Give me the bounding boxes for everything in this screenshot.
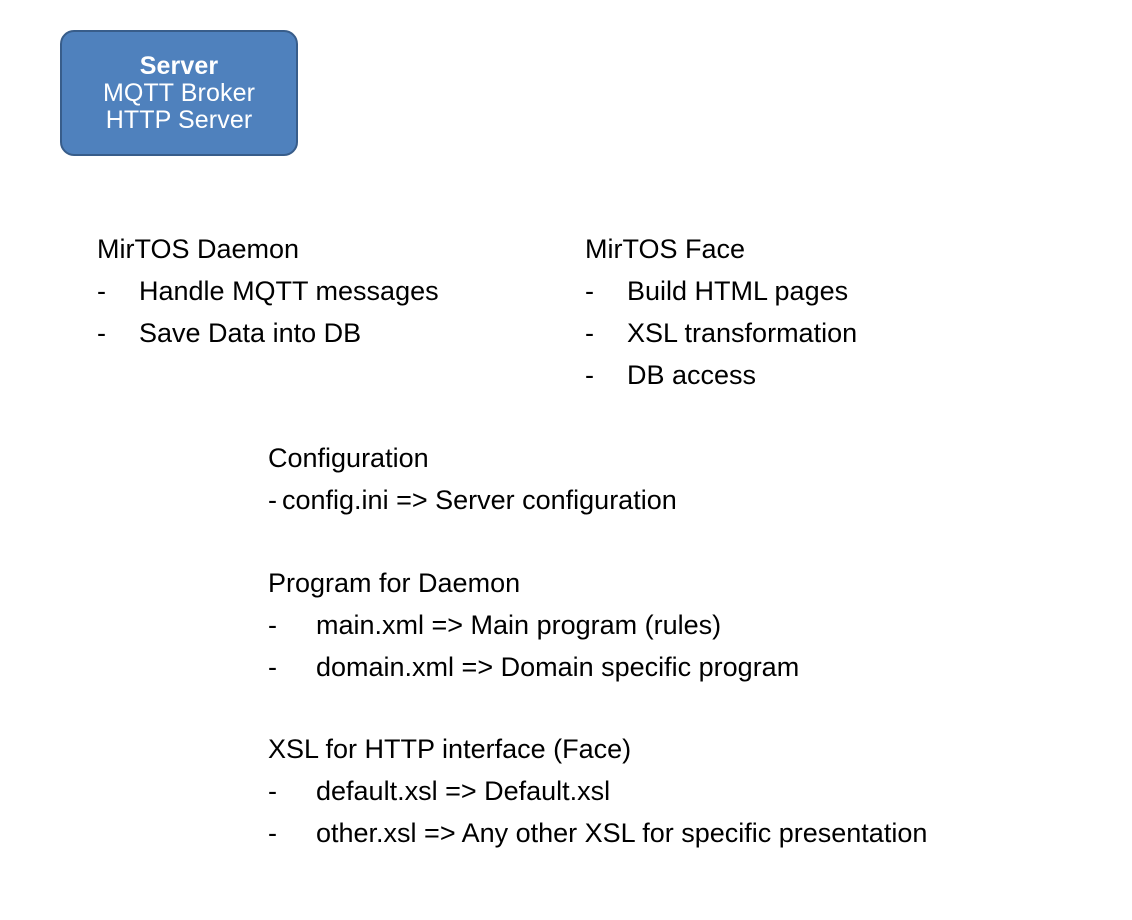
block-heading-mirtos-face: MirTOS Face [585,234,746,264]
bullet-dash-icon: - [268,776,277,806]
list-item-label: domain.xml => Domain specific program [316,652,800,682]
list-item-label: Handle MQTT messages [139,276,439,306]
block-heading-configuration: Configuration [268,443,429,473]
list-item: - other.xsl => Any other XSL for specifi… [268,812,927,854]
list-item-label: default.xsl => Default.xsl [316,776,611,806]
server-box-line-mqtt-broker: MQTT Broker [102,78,256,107]
bullet-dash-icon: - [268,818,277,848]
list-item: - XSL transformation [585,312,857,354]
bullet-dash-icon: - [268,652,277,682]
block-mirtos-face: MirTOS Face - Build HTML pages - XSL tra… [585,228,857,396]
block-heading-xsl-for-http-interface: XSL for HTTP interface (Face) [268,734,632,764]
bullet-dash-icon: - [585,360,594,390]
list-item: - default.xsl => Default.xsl [268,770,927,812]
block-mirtos-daemon: MirTOS Daemon - Handle MQTT messages - S… [97,228,439,354]
server-box-title: Server [139,51,219,80]
block-configuration: Configuration - config.ini => Server con… [268,437,677,521]
list-item: - Build HTML pages [585,270,857,312]
list-item-label: XSL transformation [627,318,858,348]
bullet-dash-icon: - [268,485,277,515]
list-item-label: main.xml => Main program (rules) [316,610,722,640]
list-item-label: Save Data into DB [139,318,362,348]
bullet-dash-icon: - [585,318,594,348]
bullet-dash-icon: - [268,610,277,640]
server-box-line-http-server: HTTP Server [105,105,253,134]
list-item: - config.ini => Server configuration [268,479,677,521]
list-item-label: Build HTML pages [627,276,849,306]
block-heading-mirtos-daemon: MirTOS Daemon [97,234,300,264]
list-item: - Handle MQTT messages [97,270,439,312]
list-item: - domain.xml => Domain specific program [268,646,799,688]
list-item-label: config.ini => Server configuration [282,485,677,515]
block-heading-program-for-daemon: Program for Daemon [268,568,521,598]
bullet-dash-icon: - [97,318,106,348]
block-xsl-for-http-interface: XSL for HTTP interface (Face) - default.… [268,728,927,854]
list-item-label: DB access [627,360,757,390]
server-box: Server MQTT Broker HTTP Server [60,30,298,156]
list-item: - main.xml => Main program (rules) [268,604,799,646]
block-program-for-daemon: Program for Daemon - main.xml => Main pr… [268,562,799,688]
list-item: - Save Data into DB [97,312,439,354]
bullet-dash-icon: - [97,276,106,306]
list-item-label: other.xsl => Any other XSL for specific … [316,818,928,848]
bullet-dash-icon: - [585,276,594,306]
list-item: - DB access [585,354,857,396]
